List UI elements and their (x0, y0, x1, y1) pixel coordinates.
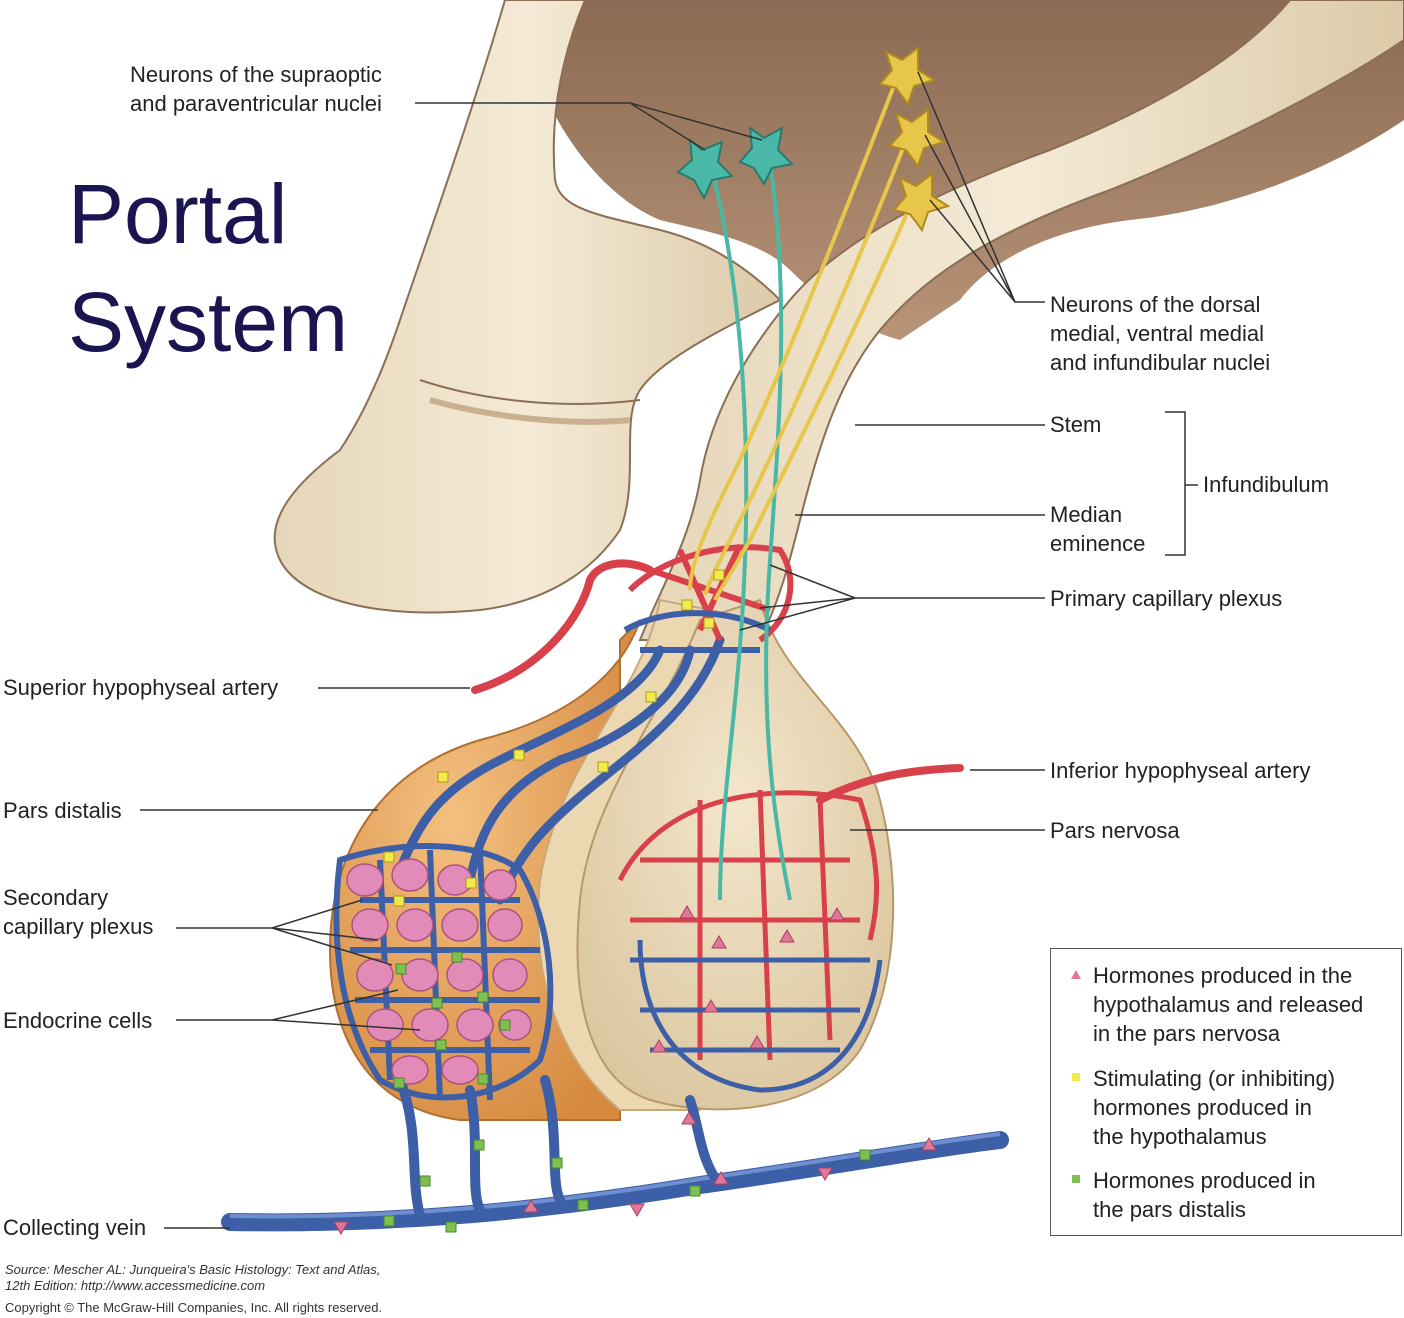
label-superior-hypophyseal-artery: Superior hypophyseal artery (3, 675, 279, 700)
label-median-eminence: Median eminence (1050, 502, 1146, 556)
page-title: Portal System (68, 167, 349, 369)
legend-text: Stimulating (or inhibiting) hormones pro… (1093, 1066, 1336, 1149)
legend-text: Hormones produced in the pars distalis (1093, 1168, 1316, 1222)
secondary-plexus (333, 843, 554, 1101)
collecting-vein (221, 1131, 1009, 1232)
yellow-hormone-markers (383, 569, 725, 907)
label-stem: Stem (1050, 412, 1102, 437)
source-citation: Source: Mescher AL: Junqueira's Basic Hi… (5, 1262, 381, 1293)
green-square-icon (1072, 1175, 1080, 1183)
label-secondary-capillary-plexus: Secondary capillary plexus (3, 885, 154, 939)
optic-chiasm (273, 0, 782, 614)
dorsal-neurons (688, 69, 917, 601)
supraoptic-neurons (710, 149, 792, 901)
label-inferior-hypophyseal-artery: Inferior hypophyseal artery (1050, 758, 1311, 783)
pink-triangle-icon (1071, 970, 1081, 979)
pink-hormone-markers (333, 905, 937, 1235)
green-hormone-markers (383, 951, 871, 1233)
legend-box: Hormones produced in the hypothalamus an… (1050, 948, 1402, 1236)
label-infundibulum: Infundibulum (1203, 472, 1329, 497)
label-pars-distalis: Pars distalis (3, 798, 122, 823)
label-supraoptic-neurons: Neurons of the supraoptic and paraventri… (130, 62, 382, 116)
leader-lines (140, 71, 1198, 1229)
label-dorsal-neurons: Neurons of the dorsal medial, ventral me… (1050, 292, 1271, 375)
legend-text: Hormones produced in the hypothalamus an… (1093, 963, 1364, 1046)
yellow-square-icon (1072, 1073, 1080, 1081)
copyright-notice: Copyright © The McGraw-Hill Companies, I… (5, 1300, 383, 1315)
label-endocrine-cells: Endocrine cells (3, 1008, 153, 1033)
endocrine-cells (346, 858, 532, 1085)
label-primary-capillary-plexus: Primary capillary plexus (1050, 586, 1283, 611)
label-pars-nervosa: Pars nervosa (1050, 818, 1180, 843)
label-collecting-vein: Collecting vein (3, 1215, 147, 1240)
